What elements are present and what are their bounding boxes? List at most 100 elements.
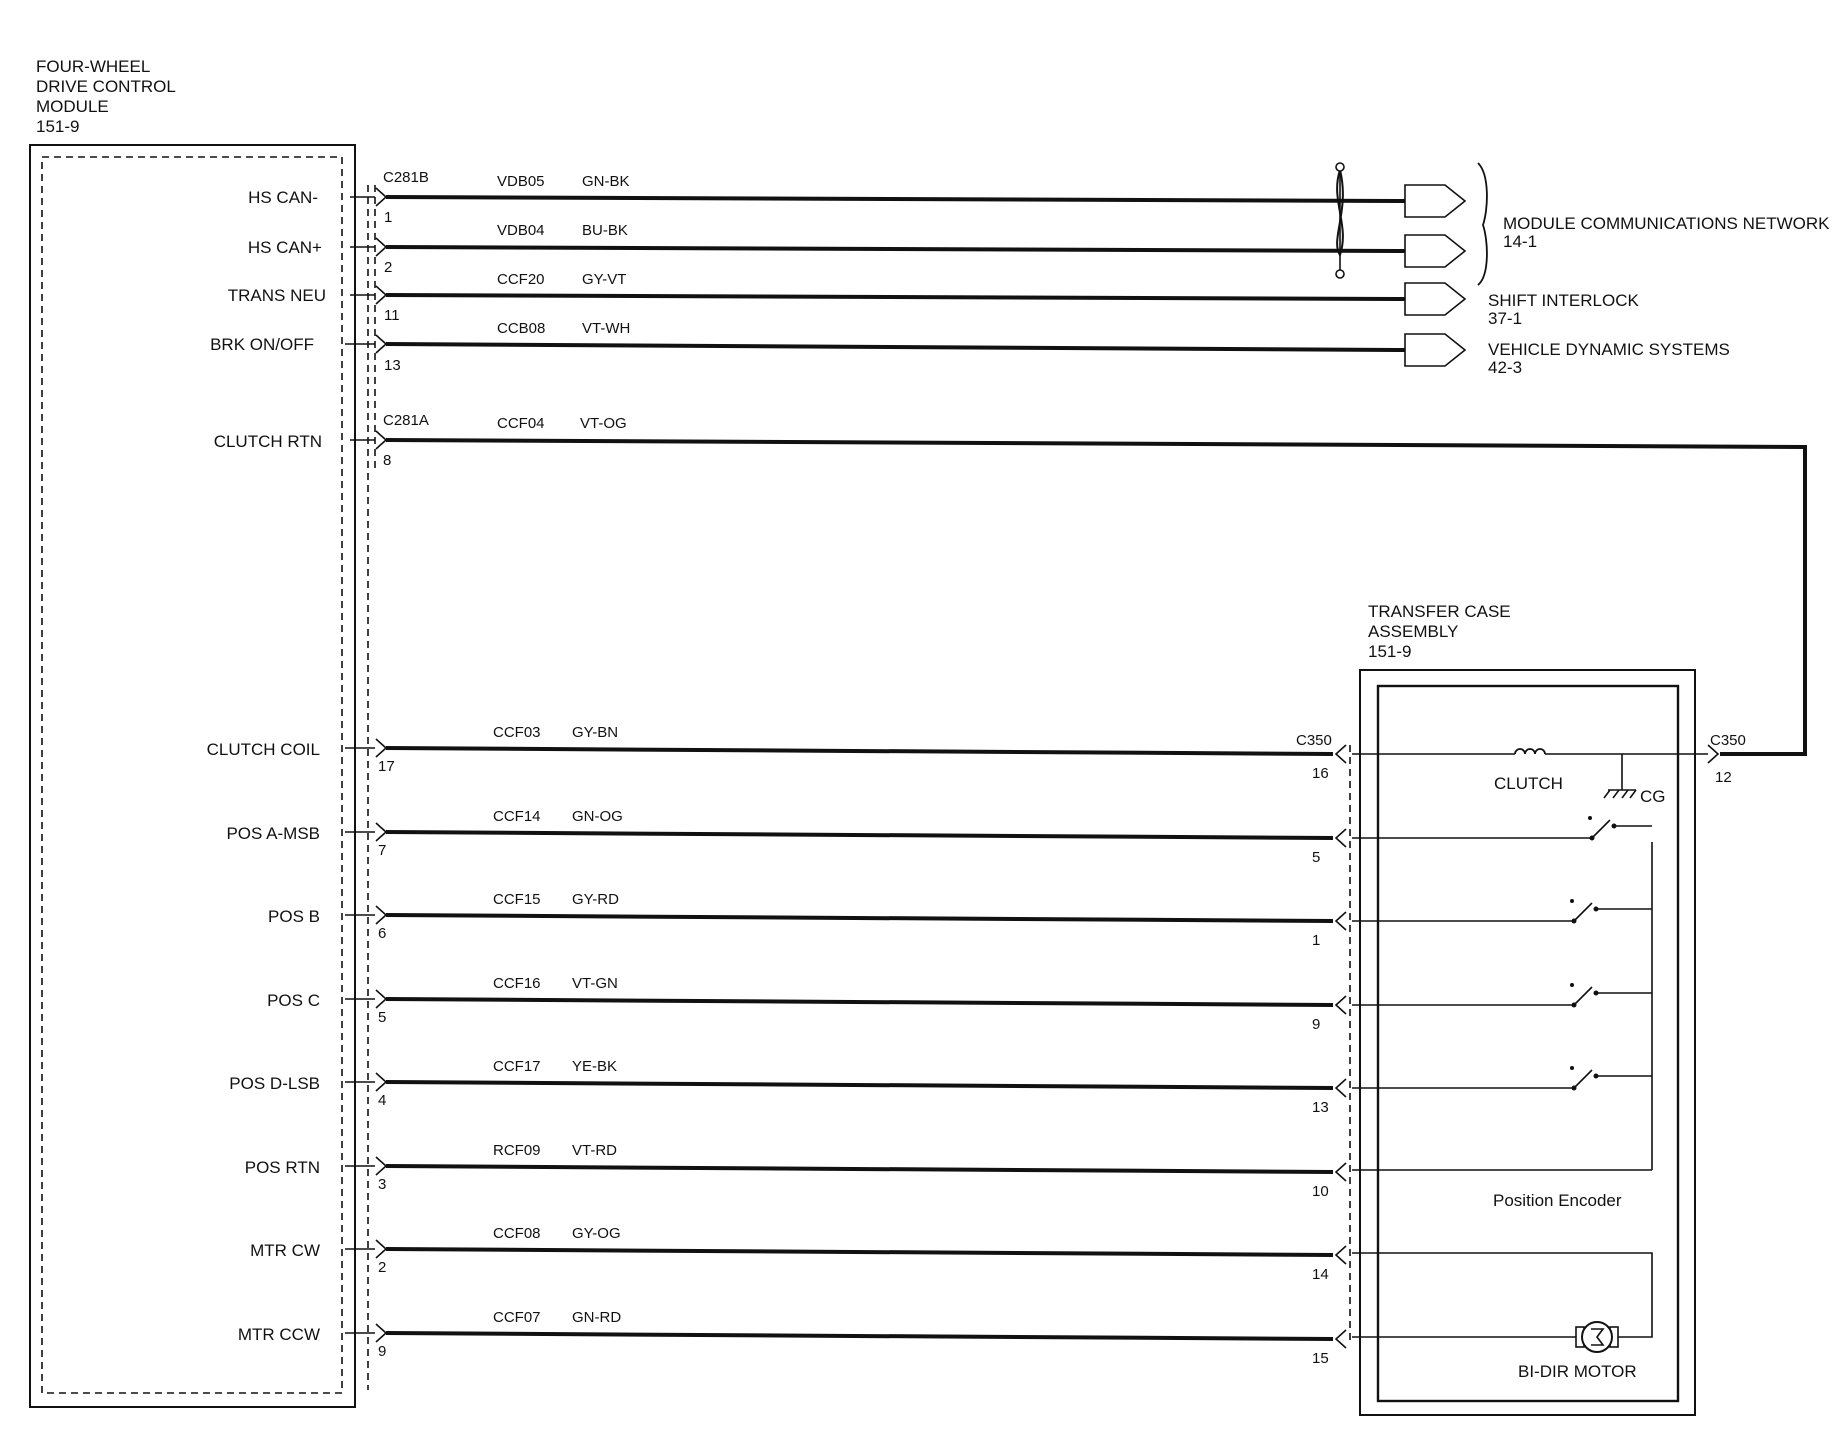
wire bbox=[385, 1164, 1334, 1174]
ground-icon: CG bbox=[1603, 754, 1666, 806]
wire-color: BU-BK bbox=[582, 222, 628, 239]
circuit-number: CCF14 bbox=[493, 808, 541, 825]
clutch-return-circuit: CLUTCH RTN 8 CCF04 VT-OG 12 bbox=[214, 415, 1807, 786]
module-title-line-4: 151-9 bbox=[36, 117, 79, 136]
destination-network: MODULE COMMUNICATIONS NETWORK 14-1 bbox=[1503, 214, 1830, 251]
circuit-number: CCB08 bbox=[497, 320, 545, 337]
wire-color: GY-VT bbox=[582, 271, 626, 288]
module-title: FOUR-WHEEL DRIVE CONTROL MODULE 151-9 bbox=[36, 57, 176, 136]
case-pin-number: 1 bbox=[1312, 932, 1320, 949]
pin-label: MTR CW bbox=[250, 1241, 320, 1260]
encoder-switch-icon bbox=[1352, 983, 1652, 1008]
circuit-number: VDB04 bbox=[497, 222, 545, 239]
upper-circuit-2: TRANS NEU 11 CCF20 GY-VT bbox=[228, 271, 1406, 324]
case-arrow-icon bbox=[1334, 744, 1347, 764]
case-arrow-icon bbox=[1334, 1162, 1347, 1182]
pin-label: HS CAN- bbox=[248, 188, 318, 207]
pin-number: 17 bbox=[378, 758, 395, 775]
pin-number: 13 bbox=[384, 357, 401, 374]
encoder-switch-icon bbox=[1352, 816, 1652, 841]
upper-circuit-3: BRK ON/OFF 13 CCB08 VT-WH bbox=[210, 320, 1406, 374]
case-arrow-icon bbox=[1334, 995, 1347, 1015]
destination-ref: 14-1 bbox=[1503, 232, 1537, 251]
wire-color: GY-BN bbox=[572, 724, 618, 741]
upper-circuit-1: HS CAN+ 2 VDB04 BU-BK bbox=[248, 222, 1406, 276]
pin-label: POS D-LSB bbox=[229, 1074, 320, 1093]
encoder-switch-icon bbox=[1352, 899, 1652, 924]
case-pin-number: 15 bbox=[1312, 1350, 1329, 1367]
transfer-case-inner bbox=[1376, 684, 1680, 1403]
wire-color: GY-RD bbox=[572, 891, 619, 908]
wire-color: YE-BK bbox=[572, 1058, 617, 1075]
case-pin-number: 13 bbox=[1312, 1099, 1329, 1116]
connector-c281a: C281A bbox=[383, 412, 429, 429]
network-brace-icon bbox=[1477, 162, 1488, 286]
module-title-line-2: DRIVE CONTROL bbox=[36, 77, 176, 96]
pin-arrow-icon bbox=[375, 738, 388, 758]
module-inner-dashed bbox=[41, 156, 343, 1394]
pin-number: 8 bbox=[383, 452, 391, 469]
pin-number: 2 bbox=[384, 259, 392, 276]
destination-ref: 42-3 bbox=[1488, 358, 1522, 377]
case-arrow-icon bbox=[1334, 1329, 1347, 1349]
module-title-line-3: MODULE bbox=[36, 97, 109, 116]
pin-arrow-icon bbox=[375, 905, 388, 925]
circuit-number: CCF07 bbox=[493, 1309, 541, 1326]
pin-label: CLUTCH COIL bbox=[207, 740, 320, 759]
pin-label: MTR CCW bbox=[238, 1325, 320, 1344]
pin-arrow-icon bbox=[375, 822, 388, 842]
connector-c350-left: C350 bbox=[1296, 732, 1332, 749]
wire-color: GY-OG bbox=[572, 1225, 621, 1242]
connector-c281b: C281B bbox=[383, 169, 429, 186]
wire bbox=[385, 1247, 1334, 1257]
destination-name: MODULE COMMUNICATIONS NETWORK bbox=[1503, 214, 1830, 233]
pin-arrow-icon bbox=[375, 1239, 388, 1259]
clutch-label: CLUTCH bbox=[1494, 774, 1563, 793]
pin-number: 11 bbox=[384, 307, 400, 324]
pin-number: 2 bbox=[378, 1259, 386, 1276]
circuit-number: CCF03 bbox=[493, 724, 541, 741]
case-arrow-icon bbox=[1334, 1078, 1347, 1098]
case-pin-number: 5 bbox=[1312, 849, 1320, 866]
wire-color: GN-OG bbox=[572, 808, 623, 825]
module-outline bbox=[29, 144, 356, 1408]
case-pin-number: 12 bbox=[1715, 769, 1732, 786]
encoder-switches bbox=[1352, 816, 1652, 1091]
encoder-switch-icon bbox=[1352, 1066, 1652, 1091]
case-pin-number: 16 bbox=[1312, 765, 1329, 782]
circuit-number: RCF09 bbox=[493, 1142, 541, 1159]
pin-label: CLUTCH RTN bbox=[214, 432, 322, 451]
case-pin-number: 9 bbox=[1312, 1016, 1320, 1033]
destination-name: VEHICLE DYNAMIC SYSTEMS bbox=[1488, 340, 1730, 359]
pin-label: POS RTN bbox=[245, 1158, 320, 1177]
pin-label: POS B bbox=[268, 907, 320, 926]
clutch-coil: CLUTCH bbox=[1352, 748, 1708, 793]
destination-vehicle-dynamics: VEHICLE DYNAMIC SYSTEMS 42-3 bbox=[1488, 340, 1730, 377]
pin-label: HS CAN+ bbox=[248, 238, 322, 257]
twisted-pair-icon bbox=[1335, 162, 1345, 279]
pin-number: 7 bbox=[378, 842, 386, 859]
wire bbox=[385, 830, 1334, 840]
transfer-case-title-line-3: 151-9 bbox=[1368, 642, 1411, 661]
pin-number: 6 bbox=[378, 925, 386, 942]
wire-color: VT-RD bbox=[572, 1142, 617, 1159]
pin-label: TRANS NEU bbox=[228, 286, 326, 305]
wire bbox=[385, 1331, 1334, 1341]
circuit-number: CCF17 bbox=[493, 1058, 541, 1075]
circuit-number: CCF08 bbox=[493, 1225, 541, 1242]
destination-ref: 37-1 bbox=[1488, 309, 1522, 328]
wire-color: VT-WH bbox=[582, 320, 630, 337]
pin-number: 5 bbox=[378, 1009, 386, 1026]
case-pin-number: 10 bbox=[1312, 1183, 1329, 1200]
circuit-number: CCF16 bbox=[493, 975, 541, 992]
pin-arrow-icon bbox=[375, 1072, 388, 1092]
pin-number: 9 bbox=[378, 1343, 386, 1360]
wire bbox=[385, 1080, 1334, 1090]
